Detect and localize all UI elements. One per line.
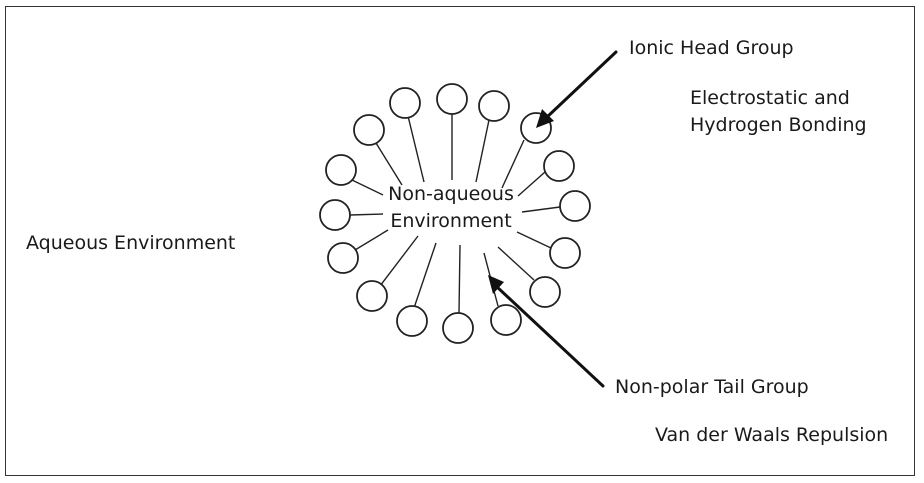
tail-16 — [375, 142, 403, 186]
tail-arrowhead — [488, 275, 504, 294]
tail-arrow-line — [494, 284, 605, 388]
aqueous-environment-label: Aqueous Environment — [26, 232, 236, 254]
head-3 — [478, 90, 510, 122]
head-pointer-arrow — [536, 50, 618, 128]
nonaqueous-environment-label: Non-aqueous Environment — [375, 181, 527, 235]
head-11 — [396, 305, 428, 337]
diagram-frame — [5, 6, 915, 476]
head-15 — [325, 154, 357, 186]
head-2 — [436, 83, 468, 115]
electrostatic-line-1: Electrostatic and — [690, 87, 850, 109]
tail-14 — [349, 213, 384, 216]
tail-10 — [458, 244, 461, 314]
nonaqueous-line-1: Non-aqueous — [388, 183, 514, 205]
tail-1 — [407, 115, 425, 183]
tail-pointer-arrow — [488, 275, 605, 388]
tail-4 — [501, 139, 525, 189]
ionic-head-group-label: Ionic Head Group — [629, 37, 794, 59]
nonaqueous-line-2: Environment — [390, 210, 512, 232]
head-arrowhead — [536, 109, 554, 128]
head-8 — [529, 276, 561, 308]
electrostatic-line-2: Hydrogen Bonding — [690, 114, 867, 136]
van-der-waals-repulsion-label: Van der Waals Repulsion — [655, 424, 889, 446]
head-7 — [549, 237, 581, 269]
head-9 — [490, 304, 522, 336]
non-polar-tail-group-label: Non-polar Tail Group — [615, 376, 809, 398]
tail-3 — [475, 119, 490, 183]
head-arrow-line — [544, 50, 618, 120]
tail-15 — [351, 179, 384, 196]
tail-7 — [516, 231, 552, 249]
tail-12 — [379, 235, 419, 287]
head-1 — [389, 87, 421, 119]
head-groups — [319, 83, 591, 344]
head-5 — [543, 150, 575, 182]
tail-8 — [497, 246, 535, 281]
head-6 — [559, 190, 591, 222]
head-16 — [353, 114, 385, 146]
tail-lines — [349, 113, 561, 314]
tail-13 — [354, 229, 389, 251]
head-14 — [319, 199, 351, 231]
tail-5 — [517, 171, 546, 197]
head-13 — [327, 242, 359, 274]
tail-6 — [521, 206, 561, 213]
tail-11 — [413, 242, 437, 309]
head-10 — [442, 312, 474, 344]
head-12 — [356, 280, 388, 312]
